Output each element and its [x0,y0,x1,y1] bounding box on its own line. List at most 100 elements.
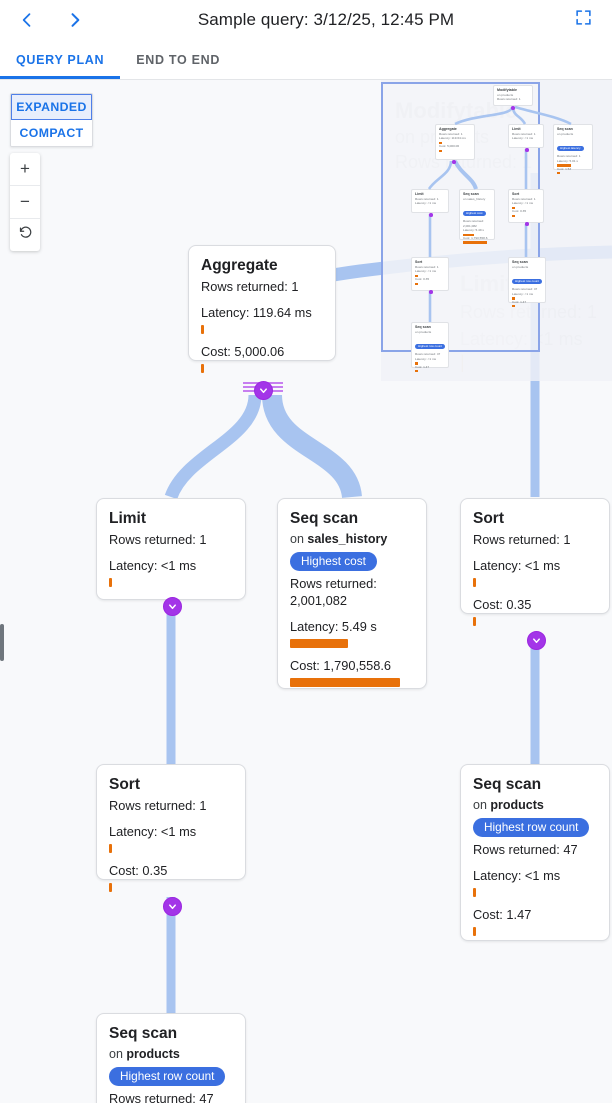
chevron-down-icon [258,385,269,396]
tab-bar: QUERY PLAN END TO END [0,40,612,80]
reset-view-button[interactable] [10,218,40,251]
minimap-node-sub: Rows returned: 1 [415,197,439,201]
node-rows: Rows returned: 47 [473,842,578,857]
node-limit-left[interactable]: Limit Rows returned: 1 Latency: <1 ms [96,498,246,600]
minimap-node-line4: Cost: 1,790,558.6 [463,236,488,241]
minimap-toggle-dot [525,222,529,226]
minimap-toggle-dot [511,106,515,110]
minimap-node-sub: Rows returned: 1 [439,132,463,136]
minimap-node-sub: on products [557,132,574,136]
latency-bar [473,578,476,587]
node-rows: Rows returned: 1 [109,798,207,813]
node-seqscan-sales-history[interactable]: Seq scan on sales_history Highest cost R… [277,498,427,689]
sort-left-collapse-toggle[interactable] [163,897,182,916]
minimap-node-line2: Latency: <1 ms [512,136,534,141]
status-badge-highest-row-count: Highest row count [109,1067,226,1086]
status-badge-highest-row-count: Highest row count [473,818,590,837]
reset-icon [18,225,33,245]
minimap-node-title: Seq scan [463,192,479,196]
fullscreen-icon [575,9,592,31]
node-title: Seq scan [473,776,542,793]
zoom-in-button[interactable]: + [20,159,30,178]
minimap-node-line4: Cost: 1.47 [415,364,430,369]
minimap-cost-bar [463,241,487,244]
tab-end-to-end[interactable]: END TO END [136,53,221,67]
minimap-node-title: Sort [512,192,520,196]
minimap-node-line4: Cost: 1.47 [512,299,527,304]
minimap-node-title: Limit [512,127,521,131]
minimap-cost-bar [439,149,442,152]
minimap-node: Sort Rows returned: 1 Latency: <1 ms Cos… [508,189,544,223]
node-latency: Latency: <1 ms [473,868,561,883]
minimap-node-line3: Latency: <1 ms [512,291,534,296]
expanded-button[interactable]: EXPANDED [11,94,92,120]
minimap-node-line2: Latency: 119.64 ms [439,136,466,141]
node-title: Sort [109,776,140,793]
node-cost: Cost: 1.47 [473,907,532,922]
minimap-toggle-dot [452,160,456,164]
fullscreen-button[interactable] [566,3,600,37]
forward-button[interactable] [58,3,92,37]
node-rows: Rows returned: 47 [109,1091,214,1103]
minimap-node: Seq scan on products Highest row count R… [411,322,449,373]
node-title: Sort [473,510,504,527]
minimap-node-line2: Latency: <1 ms [512,201,534,206]
minimap-node-line3: Cost: 0.35 [512,209,527,214]
zoom-controls[interactable]: + − [10,153,40,251]
node-seqscan-products-right[interactable]: Seq scan on products Highest row count R… [460,764,610,941]
relation-prefix: on [109,1047,127,1061]
minimap-node: Limit Rows returned: 1 Latency: <1 ms [411,189,449,213]
node-title: Aggregate [201,257,278,274]
page-title: Sample query: 3/12/25, 12:45 PM [197,10,455,29]
display-mode-toggle-group[interactable]: EXPANDED COMPACT [10,93,93,147]
node-latency: Latency: 5.49 s [290,619,377,634]
latency-bar [109,578,112,587]
cost-bar [201,364,204,373]
minimap-node: Seq scan on products Highest latency Row… [553,124,593,175]
minimap-status-badge: Highest latency [557,145,584,152]
node-rows: Rows returned: 1 [201,279,299,294]
minimap-latency-bar [463,233,474,237]
node-latency: Latency: 119.64 ms [201,305,312,320]
minimap-toggle-dot [525,148,529,152]
minimap-latency-bar [415,274,418,278]
tab-query-plan[interactable]: QUERY PLAN [0,41,121,79]
minimap-node-sub: Rows returned: 1 [512,132,536,136]
cost-bar [290,678,400,687]
relation-name: products [490,798,544,812]
node-title: Limit [109,510,147,527]
minimap-cost-bar [512,214,515,217]
node-rows: Rows returned: 1 [109,532,207,547]
node-cost: Cost: 5,000.06 [201,344,285,359]
node-rows-value: 2,001,082 [290,593,347,608]
minimap-node: Modifytable on products Rows returned: 1 [493,85,533,106]
back-button[interactable] [10,3,44,37]
minimap-node: Seq scan on sales_history Highest cost R… [459,189,495,244]
node-sort-right[interactable]: Sort Rows returned: 1 Latency: <1 ms Cos… [460,498,610,626]
status-badge-highest-cost: Highest cost [290,552,377,571]
minimap-node-title: Seq scan [415,325,431,329]
minimap-node-line3: Latency: 5.01 s [557,158,578,163]
node-sort-left[interactable]: Sort Rows returned: 1 Latency: <1 ms Cos… [96,764,246,892]
node-latency: Latency: <1 ms [109,558,197,573]
zoom-out-button[interactable]: − [10,185,40,218]
minimap-node-sub: Rows returned: 1 [415,265,439,269]
minimap-node-line4: Cost: 1.53 [557,166,572,171]
minimap-node-title: Limit [415,192,424,196]
node-aggregate[interactable]: Aggregate Rows returned: 1 Latency: 119.… [188,245,336,373]
cost-bar [109,883,112,892]
minimap-node-title: Seq scan [512,260,528,264]
node-seqscan-products-bottom[interactable]: Seq scan on products Highest row count R… [96,1013,246,1103]
minimap-edges [427,105,572,322]
minimap[interactable]: Modifytable on products Rows returned: 1… [381,78,612,381]
minimap-node-line2: Latency: <1 ms [415,201,437,206]
canvas-scrollbar-handle[interactable] [0,624,4,661]
limit-left-collapse-toggle[interactable] [163,597,182,616]
minimap-node: Aggregate Rows returned: 1 Latency: 119.… [435,124,475,160]
minimap-node: Limit Rows returned: 1 Latency: <1 ms [508,124,544,148]
aggregate-collapse-toggle[interactable] [254,381,273,400]
chevron-down-icon [531,635,542,646]
compact-button[interactable]: COMPACT [11,120,92,146]
minimap-node-line3: Latency: 5.49 s [463,228,484,233]
sort-right-collapse-toggle[interactable] [527,631,546,650]
